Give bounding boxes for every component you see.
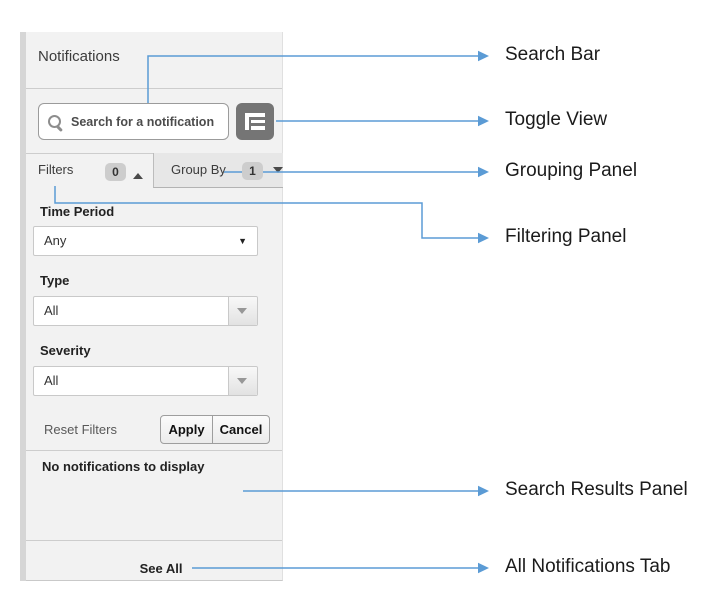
type-value: All xyxy=(44,303,59,318)
cancel-button[interactable]: Cancel xyxy=(213,416,269,443)
divider xyxy=(26,540,282,541)
group-by-count-badge: 1 xyxy=(242,162,263,180)
filters-tab-label: Filters xyxy=(38,162,74,177)
callout-label-all-notifications: All Notifications Tab xyxy=(505,556,671,577)
callout-label-grouping-panel: Grouping Panel xyxy=(505,160,638,181)
arrowhead-icon xyxy=(478,485,489,497)
callout-label-search-bar: Search Bar xyxy=(505,44,601,65)
search-icon xyxy=(48,115,63,132)
panel-title: Notifications xyxy=(38,48,120,65)
arrowhead-icon xyxy=(478,50,489,62)
apply-button[interactable]: Apply xyxy=(161,416,213,443)
search-bar[interactable] xyxy=(38,103,229,140)
reset-filters-link[interactable]: Reset Filters xyxy=(44,422,117,437)
search-input[interactable] xyxy=(69,113,222,130)
type-select[interactable]: All xyxy=(33,296,258,326)
filters-count-badge: 0 xyxy=(105,163,126,181)
severity-dropdown-button[interactable] xyxy=(228,367,257,395)
window-edge-strip xyxy=(20,32,26,581)
severity-label: Severity xyxy=(40,343,91,358)
tab-group-by[interactable]: Group By 1 xyxy=(153,153,283,188)
arrowhead-icon xyxy=(478,166,489,178)
filter-actions: Apply Cancel xyxy=(160,415,270,444)
search-results-empty-text: No notifications to display xyxy=(42,459,205,474)
severity-select[interactable]: All xyxy=(33,366,258,396)
time-period-label: Time Period xyxy=(40,204,115,219)
arrowhead-icon xyxy=(478,232,489,244)
notifications-panel: Notifications Filters 0 Group By 1 Time … xyxy=(26,32,283,581)
severity-value: All xyxy=(44,373,59,388)
callout-label-search-results: Search Results Panel xyxy=(505,479,688,500)
caret-up-icon xyxy=(133,173,143,179)
caret-down-icon xyxy=(273,167,283,173)
divider xyxy=(26,88,282,89)
type-label: Type xyxy=(40,273,70,288)
dropdown-arrow-icon xyxy=(237,378,247,384)
callout-label-filtering-panel: Filtering Panel xyxy=(505,226,627,247)
see-all-tab[interactable]: See All xyxy=(26,540,282,580)
tab-filters[interactable]: Filters xyxy=(26,153,153,188)
divider xyxy=(26,450,282,451)
time-period-value: Any xyxy=(44,233,67,248)
dropdown-arrow-icon xyxy=(237,308,247,314)
see-all-label: See All xyxy=(139,561,183,576)
group-by-tab-label: Group By xyxy=(171,162,226,177)
type-dropdown-button[interactable] xyxy=(228,297,257,325)
time-period-select[interactable]: Any ▼ xyxy=(33,226,258,256)
list-view-toggle-icon xyxy=(245,113,265,130)
arrowhead-icon xyxy=(478,115,489,127)
toggle-view-button[interactable] xyxy=(236,103,274,140)
dropdown-arrow-icon: ▼ xyxy=(238,236,247,246)
callout-label-toggle-view: Toggle View xyxy=(505,109,608,130)
arrowhead-icon xyxy=(478,562,489,574)
